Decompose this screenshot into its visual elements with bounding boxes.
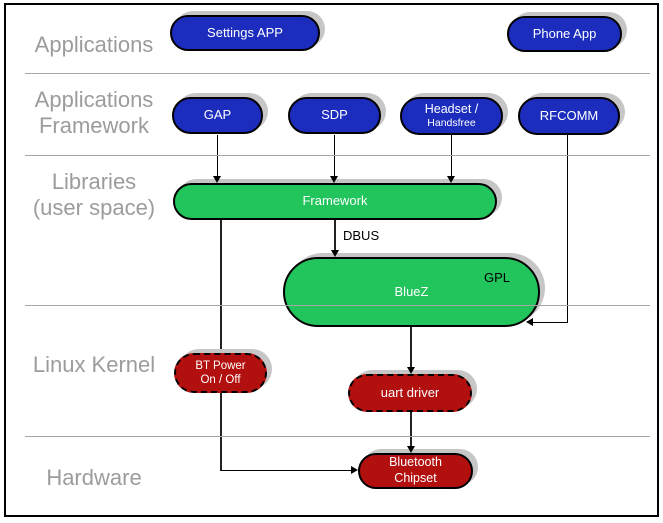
arrowhead-to-chipset-icon — [351, 466, 358, 474]
connector-framework-to-chipset-horizontal — [220, 470, 352, 471]
connector-uart-to-chipset — [410, 412, 412, 450]
connector-framework-to-bluez-dbus — [334, 220, 336, 252]
connector-gap-to-framework — [217, 135, 218, 181]
node-label: Framework — [302, 193, 368, 209]
layer-label-applications-framework: Applications Framework — [14, 87, 174, 139]
layer-label-linux-kernel: Linux Kernel — [14, 352, 174, 378]
layer-label-text: Applications — [34, 32, 154, 57]
node-label: SDP — [321, 107, 348, 123]
layer-label-text: Framework — [38, 113, 149, 138]
layer-label-text: Libraries — [51, 169, 137, 194]
node-label: BT Power — [195, 359, 246, 372]
node-label: RFCOMM — [539, 107, 599, 123]
arrowhead-headset-to-framework-icon — [447, 176, 455, 183]
node-headset-handsfree: Headset / Handsfree — [400, 97, 503, 135]
node-bluetooth-chipset: Bluetooth Chipset — [358, 453, 473, 489]
layer-label-libraries: Libraries (user space) — [14, 169, 174, 221]
arrowhead-rfcomm-to-bluez-icon — [526, 318, 533, 326]
connector-rfcomm-down — [567, 135, 568, 322]
node-framework: Framework — [173, 183, 497, 220]
layer-label-text: Applications — [34, 87, 154, 112]
arrowhead-gap-to-framework-icon — [213, 176, 221, 183]
arrowhead-sdp-to-framework-icon — [330, 176, 338, 183]
node-uart-driver: uart driver — [348, 374, 472, 412]
gpl-license-badge: GPL — [483, 270, 510, 285]
node-label: Headset / — [424, 101, 479, 116]
node-bt-power-on-off: BT Power On / Off — [174, 353, 267, 393]
node-label: On / Off — [200, 374, 241, 386]
connector-headset-to-framework — [451, 135, 452, 181]
connector-bluez-to-uart — [410, 327, 412, 371]
layer-label-applications: Applications — [14, 32, 174, 58]
node-rfcomm: RFCOMM — [518, 97, 620, 135]
node-sdp: SDP — [288, 97, 381, 134]
node-label: Settings APP — [207, 24, 283, 40]
connector-sdp-to-framework — [334, 135, 335, 181]
node-label: BlueZ — [394, 283, 429, 299]
node-phone-app: Phone App — [507, 16, 622, 52]
node-label: Handsfree — [427, 117, 476, 130]
node-bluez: GPL BlueZ — [283, 257, 540, 327]
layer-label-text: Linux Kernel — [32, 352, 156, 377]
layer-label-hardware: Hardware — [14, 465, 174, 491]
node-settings-app: Settings APP — [170, 15, 320, 51]
arrowhead-framework-to-bluez-icon — [331, 250, 339, 257]
connector-framework-to-chipset-vertical — [220, 220, 222, 471]
dbus-edge-label: DBUS — [343, 228, 380, 243]
divider-framework-libraries — [25, 155, 650, 156]
node-label: Chipset — [394, 471, 437, 485]
divider-libraries-kernel — [25, 305, 650, 306]
arrowhead-uart-to-chipset-icon — [407, 446, 415, 453]
connector-rfcomm-to-bluez — [533, 322, 568, 323]
node-gap: GAP — [172, 97, 263, 134]
node-label: uart driver — [380, 384, 440, 400]
node-label: GAP — [203, 107, 232, 123]
arrowhead-bluez-to-uart-icon — [407, 367, 415, 374]
divider-kernel-hardware — [25, 436, 650, 437]
node-label: Phone App — [532, 25, 597, 41]
layer-label-text: Hardware — [46, 465, 142, 490]
divider-applications-framework — [25, 73, 650, 74]
diagram-border — [4, 3, 659, 517]
layer-label-text: (user space) — [32, 195, 156, 220]
node-label: Bluetooth — [389, 455, 442, 470]
